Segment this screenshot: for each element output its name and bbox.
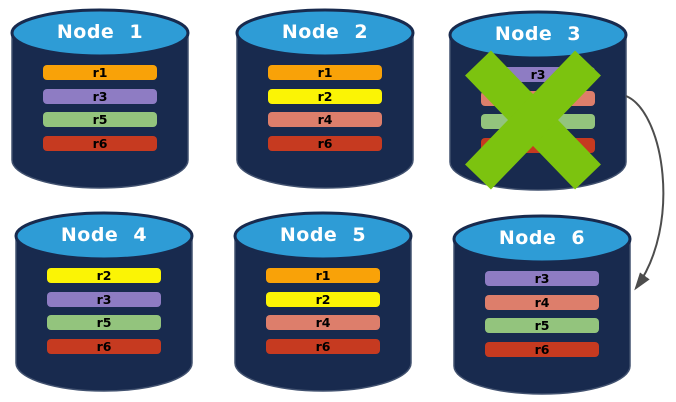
replica-bar: r1	[266, 268, 380, 283]
replica-bar: r5	[485, 318, 599, 333]
replica-bar: r3	[43, 88, 157, 104]
replica-bar: r4	[266, 315, 380, 330]
database-node-4: Node 4 r2 r3 r5 r6	[14, 211, 194, 395]
replica-bar: r4	[485, 294, 599, 310]
replica-bar: r5	[43, 112, 157, 127]
replica-bar: r3	[47, 291, 161, 307]
replica-bar: r6	[485, 341, 599, 357]
database-node-1: Node 1 r1 r3 r5 r6	[10, 8, 190, 192]
node-title: Node 4	[60, 224, 148, 246]
replica-bar: r1	[43, 65, 157, 80]
replica-bar: r3	[485, 271, 599, 286]
database-node-6: Node 6 r3 r4 r5 r6	[452, 214, 632, 398]
replica-bar: r3	[481, 67, 595, 82]
replica-bar	[481, 90, 595, 106]
node-title: Node 5	[279, 224, 367, 246]
replica-bar: r2	[266, 291, 380, 307]
replica-bar: r4	[268, 112, 382, 127]
replica-bar: r6	[268, 135, 382, 151]
replica-bar: r1	[268, 65, 382, 80]
node-title: Node 3	[494, 23, 582, 45]
database-node-3: Node 3 r3	[448, 10, 628, 194]
replica-bar: r2	[268, 88, 382, 104]
replica-bar: r5	[47, 315, 161, 330]
node-title: Node 6	[498, 227, 586, 249]
replica-bar: r6	[266, 338, 380, 354]
replica-bar: r6	[43, 135, 157, 151]
replica-bar: r6	[47, 338, 161, 354]
node-title: Node 1	[56, 21, 144, 43]
replica-bar	[481, 114, 595, 129]
replica-bar	[481, 137, 595, 153]
node-title: Node 2	[281, 21, 369, 43]
replica-bar: r2	[47, 268, 161, 283]
database-node-2: Node 2 r1 r2 r4 r6	[235, 8, 415, 192]
database-node-5: Node 5 r1 r2 r4 r6	[233, 211, 413, 395]
